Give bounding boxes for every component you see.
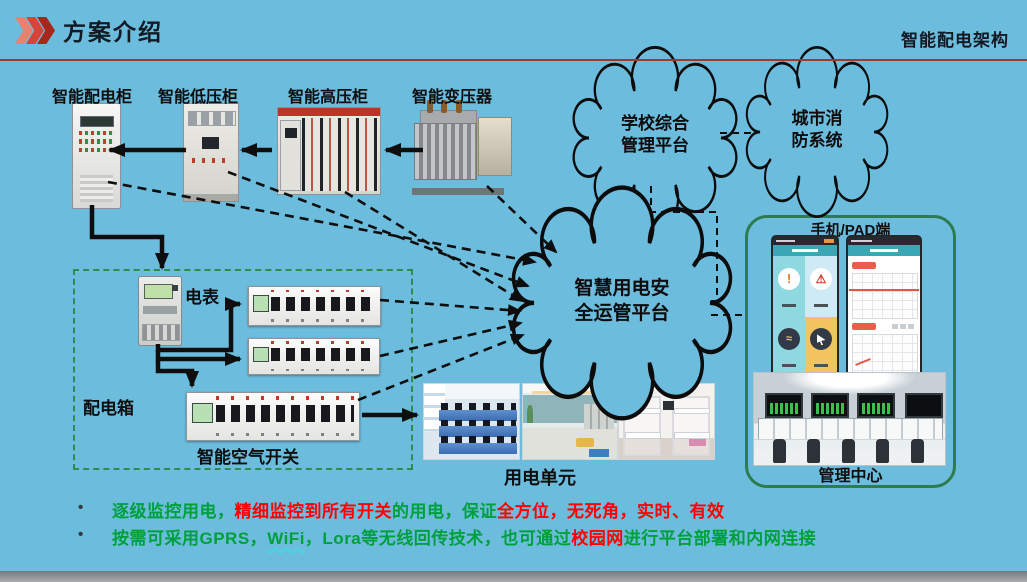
alert-icon: !	[778, 267, 800, 290]
transformer-image	[408, 98, 512, 195]
label-high-voltage-cabinet: 智能高压柜	[288, 89, 369, 106]
corner-title: 智能配电架构	[901, 31, 1009, 50]
ceiling-light	[782, 373, 917, 396]
bullet-segment: 全方位，无死角，实时、有效	[497, 502, 725, 521]
chevron-icon	[26, 17, 44, 44]
photo-office-room	[522, 383, 618, 460]
phone-app-screenshot: ! ⚠ ≈	[771, 235, 839, 379]
phone-chart-screenshot	[846, 235, 922, 379]
meter-image	[138, 276, 182, 346]
photo-computer-classroom	[423, 383, 520, 460]
cabinet-display	[80, 116, 114, 127]
bullet-segment: 按需可采用GPRS，	[112, 529, 268, 548]
bullet-segment: 校园网	[571, 529, 624, 548]
breaker-row-3	[186, 392, 360, 441]
breaker-row-2	[248, 338, 380, 375]
bullet-item: • 按需可采用GPRS，WiFi，Lora等无线回传技术，也可通过校园网进行平台…	[78, 524, 816, 551]
voltage-chart	[852, 273, 918, 319]
bullet-marker: •	[78, 499, 84, 516]
high-voltage-cabinet-image	[277, 107, 381, 195]
label-low-voltage-cabinet: 智能低压柜	[158, 89, 239, 106]
low-voltage-cabinet-image	[183, 103, 239, 202]
title-chevrons	[15, 17, 55, 44]
waveform-icon: ≈	[778, 328, 800, 351]
gesture-icon	[810, 328, 832, 351]
cloud-platform-label: 智慧用电安全运管平台	[574, 278, 670, 324]
photo-dormitory	[618, 383, 715, 460]
distribution-cabinet-image	[72, 103, 121, 209]
header: 方案介绍 智能配电架构	[0, 0, 1027, 61]
air-switch-label: 智能空气开关	[197, 448, 299, 467]
bullet-segment: WiFi	[267, 529, 305, 548]
bullet-item: • 逐级监控用电，精细监控到所有开关的用电，保证全方位，无死角，实时、有效	[78, 497, 816, 524]
current-chart	[852, 334, 918, 374]
management-center-label: 管理中心	[818, 468, 883, 485]
bullet-text: 按需可采用GPRS，WiFi，Lora等无线回传技术，也可通过校园网进行平台部署…	[112, 524, 816, 549]
management-center-photo	[753, 372, 946, 466]
page-title: 方案介绍	[63, 19, 163, 45]
monitor-wall	[757, 418, 944, 441]
bullet-marker: •	[78, 526, 84, 543]
bullet-text: 逐级监控用电，精细监控到所有开关的用电，保证全方位，无死角，实时、有效	[112, 497, 725, 522]
bottom-strip	[0, 571, 1027, 582]
distribution-box-label: 配电箱	[83, 399, 134, 418]
mobile-panel-title: 手机/PAD端	[810, 222, 891, 239]
cloud-fire-label: 城市消防系统	[791, 109, 843, 151]
units-label: 用电单元	[504, 468, 576, 488]
header-underline	[0, 59, 1027, 61]
chevron-icon	[37, 17, 55, 44]
bullet-segment: 逐级监控用电，	[112, 502, 235, 521]
chart-title-pill	[851, 262, 877, 269]
warning-triangle-icon: ⚠	[810, 267, 832, 290]
mobile-panel: 手机/PAD端 ! ⚠ ≈	[745, 215, 956, 488]
bullet-segment: 进行平台部署和内网连接	[623, 529, 817, 548]
bullet-segment: 精细监控到所有开关	[234, 502, 392, 521]
breaker-row-1	[248, 286, 381, 326]
label-distribution-cabinet: 智能配电柜	[52, 89, 133, 106]
bullet-segment: 的用电，保证	[392, 502, 497, 521]
label-transformer: 智能变压器	[412, 89, 493, 106]
meter-label: 电表	[185, 288, 219, 307]
chevron-icon	[15, 17, 33, 44]
bullet-list: • 逐级监控用电，精细监控到所有开关的用电，保证全方位，无死角，实时、有效 • …	[78, 497, 816, 551]
cloud-school-label: 学校综合管理平台	[621, 114, 689, 156]
bullet-segment: ，Lora等无线回传技术，也可通过	[304, 529, 572, 548]
